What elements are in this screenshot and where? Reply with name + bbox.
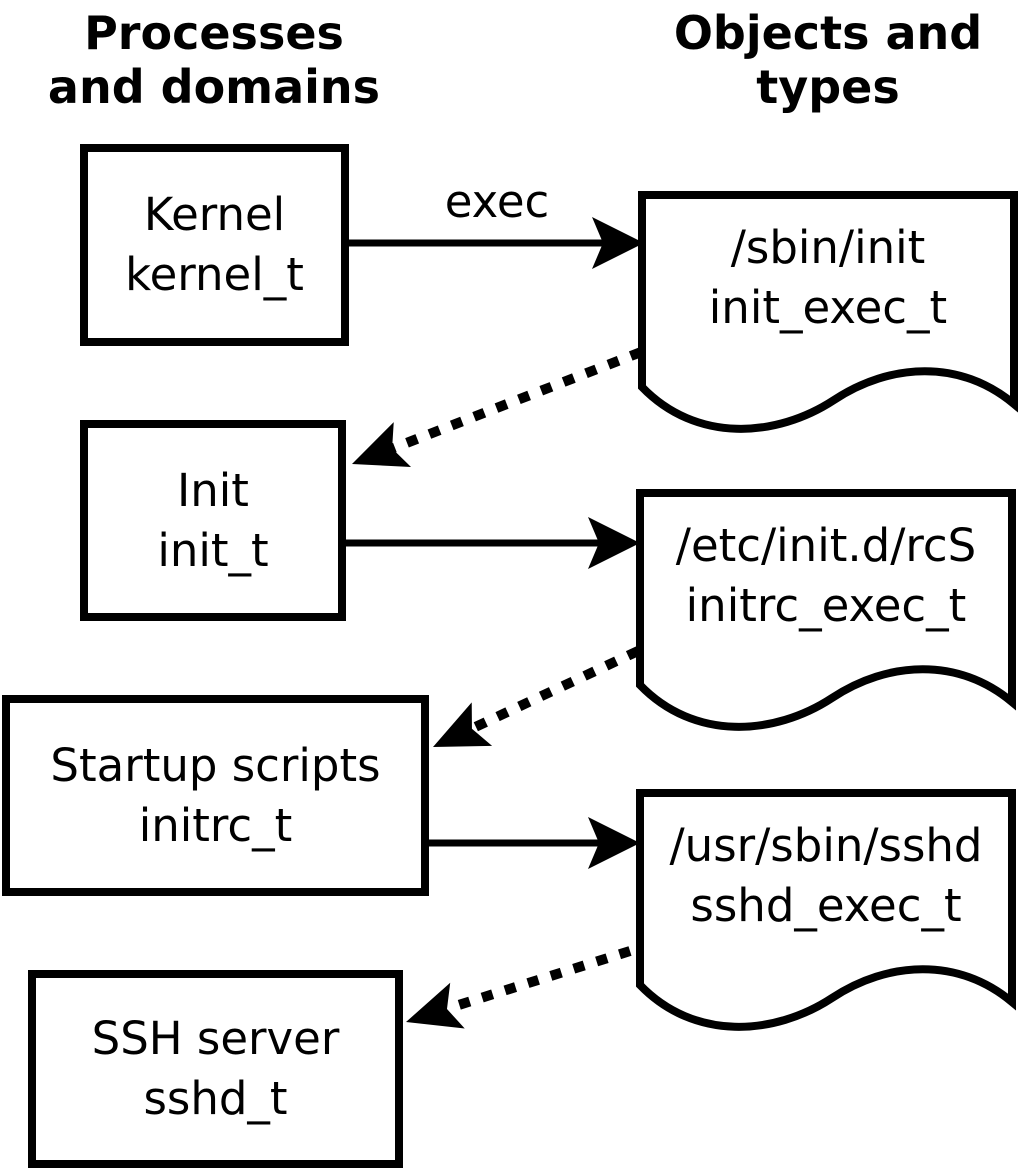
transition-arrow-sbin-init-to-init: [352, 347, 643, 467]
object-doc-etc-initd-rcs: /etc/init.d/rcS initrc_exec_t: [636, 489, 1016, 739]
object-type-usr-sbin-sshd: sshd_exec_t: [690, 879, 962, 932]
process-box-kernel: Kernel kernel_t: [80, 144, 349, 346]
column-header-objects-line2: types: [756, 60, 900, 114]
transition-arrow-rcs-to-startup: [433, 646, 641, 747]
exec-label: exec: [444, 175, 550, 228]
object-doc-sbin-init: /sbin/init init_exec_t: [638, 191, 1018, 441]
process-name-kernel: Kernel: [143, 188, 286, 241]
column-header-processes-line2: and domains: [47, 60, 381, 114]
process-box-ssh-server: SSH server sshd_t: [28, 970, 403, 1168]
object-path-usr-sbin-sshd: /usr/sbin/sshd: [669, 819, 983, 872]
exec-arrow-kernel-to-sbin-init: [348, 217, 644, 269]
document-shape: [638, 191, 1018, 433]
process-name-init: Init: [177, 463, 249, 517]
exec-arrow-init-to-rcs: [344, 517, 640, 569]
object-path-sbin-init: /sbin/init: [730, 221, 926, 274]
process-domain-init: init_t: [157, 523, 269, 577]
process-domain-kernel: kernel_t: [125, 248, 304, 301]
process-domain-ssh-server: sshd_t: [143, 1072, 288, 1125]
document-shape: [636, 789, 1016, 1031]
object-doc-usr-sbin-sshd-shape: [636, 789, 1016, 1031]
document-shape: [636, 489, 1016, 731]
process-name-ssh-server: SSH server: [91, 1012, 340, 1065]
column-header-processes-line1: Processes: [84, 6, 344, 60]
column-header-processes: Processes and domains: [14, 6, 414, 114]
process-box-init: Init init_t: [80, 420, 346, 621]
exec-arrow-startup-to-sshd: [427, 817, 640, 869]
object-doc-sbin-init-shape: [638, 191, 1018, 433]
object-type-sbin-init: init_exec_t: [708, 281, 948, 334]
column-header-objects: Objects and types: [628, 6, 1024, 114]
object-type-etc-initd-rcs: initrc_exec_t: [685, 579, 967, 632]
process-box-startup-scripts: Startup scripts initrc_t: [2, 695, 429, 896]
process-domain-startup-scripts: initrc_t: [138, 798, 293, 852]
object-doc-etc-initd-rcs-shape: [636, 489, 1016, 731]
object-doc-usr-sbin-sshd: /usr/sbin/sshd sshd_exec_t: [636, 789, 1016, 1039]
column-header-objects-line1: Objects and: [673, 6, 983, 60]
transition-arrow-sshd-to-ssh-server: [406, 946, 632, 1029]
process-name-startup-scripts: Startup scripts: [50, 738, 381, 792]
object-path-etc-initd-rcs: /etc/init.d/rcS: [675, 519, 977, 572]
